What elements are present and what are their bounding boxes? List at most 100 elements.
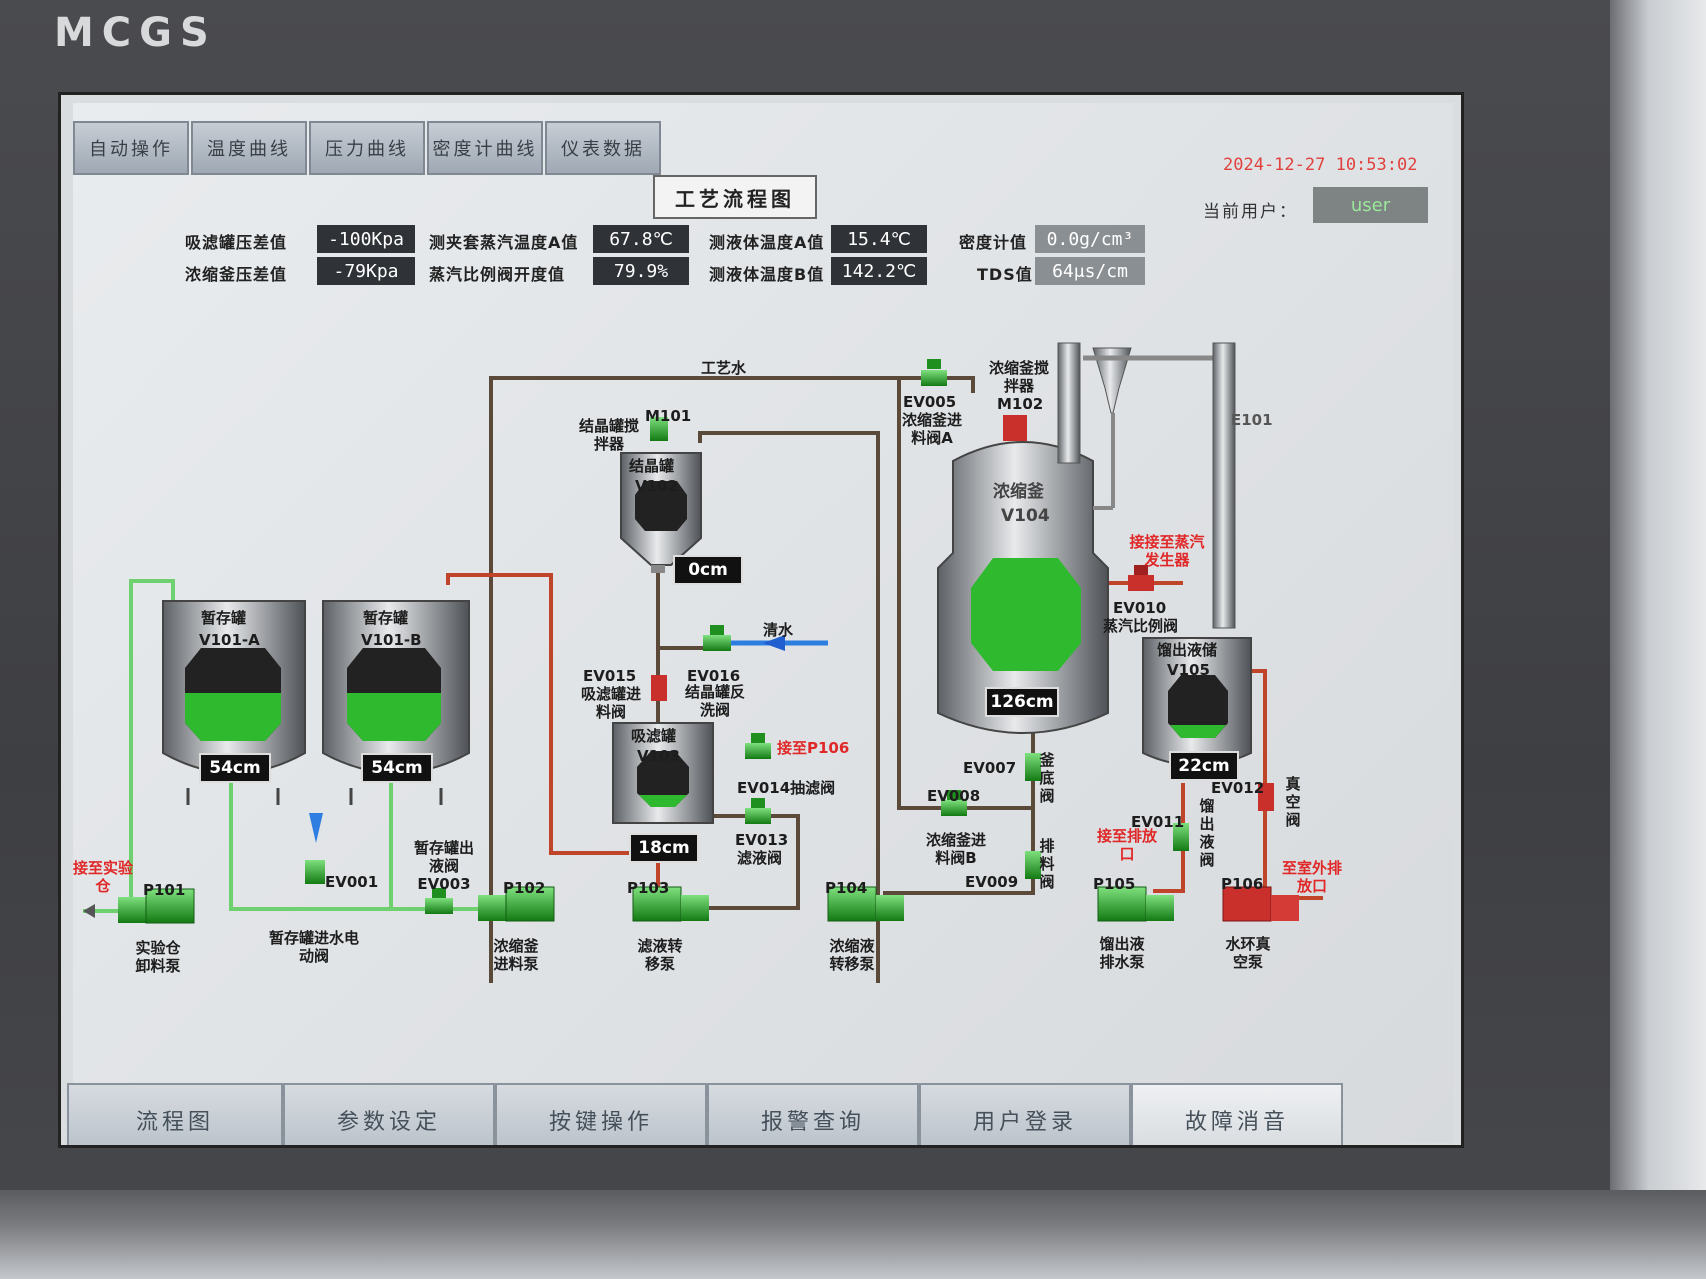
- param-value-tds: 64μs/cm: [1035, 257, 1145, 285]
- label-ev013: EV013: [735, 831, 789, 849]
- valve-ev012[interactable]: [1258, 783, 1274, 811]
- valve-ev010[interactable]: [1128, 565, 1154, 591]
- level-v105: 22cm: [1169, 751, 1239, 781]
- param-label-tds: TDS值: [977, 265, 1033, 284]
- label-ev007: EV007: [963, 759, 1017, 777]
- label-m102: M102: [997, 395, 1044, 413]
- current-user-value[interactable]: user: [1313, 187, 1428, 223]
- label-ev010: EV010: [1113, 599, 1167, 617]
- tank-v104[interactable]: [937, 441, 1109, 734]
- motor-m101[interactable]: [650, 417, 668, 441]
- level-v102: 0cm: [673, 555, 743, 585]
- button-flow-diagram[interactable]: 流程图: [67, 1083, 283, 1145]
- label-process-water: 工艺水: [701, 359, 747, 377]
- valve-ev011[interactable]: [1173, 823, 1189, 851]
- label-p104: P104: [825, 879, 868, 897]
- label-ev003: 暂存罐出液阀EV003: [413, 839, 474, 893]
- label-p101-name: 实验仓卸料泵: [135, 939, 181, 975]
- tab-auto-operation[interactable]: 自动操作: [73, 121, 189, 175]
- label-ev008: EV008: [927, 787, 981, 805]
- label-to-p106: 接至P106: [777, 739, 850, 757]
- pump-p103[interactable]: [632, 886, 709, 922]
- bezel-bottom: [0, 1190, 1706, 1279]
- button-alarm-query[interactable]: 报警查询: [707, 1083, 919, 1145]
- label-ev014: EV014抽滤阀: [737, 779, 836, 797]
- label-clean-water: 清水: [763, 621, 794, 639]
- param-value-evap-pressure: -79Kpa: [317, 257, 415, 285]
- pump-p102[interactable]: [478, 886, 555, 922]
- label-ev009-name: 排料阀: [1039, 837, 1055, 891]
- valve-ev005[interactable]: [921, 359, 947, 386]
- button-user-login[interactable]: 用户登录: [919, 1083, 1131, 1145]
- page-title: 工艺流程图: [653, 175, 817, 219]
- condenser-e101[interactable]: [1057, 342, 1236, 629]
- tank-v105-name: 馏出液储: [1157, 641, 1218, 659]
- valve-ev009[interactable]: [1025, 851, 1041, 879]
- param-label-jacket-temp: 测夹套蒸汽温度A值: [429, 233, 579, 252]
- param-label-evap-pressure: 浓缩釜压差值: [185, 265, 288, 284]
- tank-v102[interactable]: [620, 452, 702, 573]
- button-fault-silence[interactable]: 故障消音: [1131, 1083, 1343, 1145]
- label-p103: P103: [627, 879, 670, 897]
- label-p106: P106: [1221, 875, 1264, 893]
- label-p101: P101: [143, 881, 186, 899]
- label-p102: P102: [503, 879, 546, 897]
- param-value-density: 0.0g/cm³: [1035, 225, 1145, 253]
- label-ev008-name: 浓缩釜进料阀B: [925, 831, 986, 867]
- tab-instrument-data[interactable]: 仪表数据: [545, 121, 661, 175]
- pipe-network: [489, 376, 1035, 983]
- valve-ev014[interactable]: [745, 733, 771, 759]
- valve-ev007[interactable]: [1025, 753, 1041, 781]
- valve-ev003[interactable]: [425, 888, 453, 914]
- param-value-steam-valve: 79.9%: [593, 257, 689, 285]
- tank-v101b-name: 暂存罐: [363, 609, 409, 627]
- label-ev016-name: 结晶罐反洗阀: [684, 683, 745, 719]
- label-steam-generator: 接接至蒸汽发生器: [1129, 533, 1205, 569]
- label-ev012-name: 真空阀: [1285, 775, 1301, 829]
- motor-m102[interactable]: [1003, 415, 1027, 441]
- param-label-filter-pressure: 吸滤罐压差值: [185, 233, 288, 252]
- tab-temperature-curve[interactable]: 温度曲线: [191, 121, 307, 175]
- condenser-e101-tag: E101: [1231, 411, 1273, 429]
- label-ev012: EV012: [1211, 779, 1265, 797]
- tank-v101b-tag: V101-B: [361, 631, 422, 649]
- param-value-jacket-temp: 67.8℃: [593, 225, 689, 253]
- valve-ev016[interactable]: [703, 625, 731, 651]
- tank-v103-tag: V103: [637, 747, 680, 765]
- button-key-operation[interactable]: 按键操作: [495, 1083, 707, 1145]
- tab-pressure-curve[interactable]: 压力曲线: [309, 121, 425, 175]
- param-label-liquid-temp-b: 测液体温度B值: [709, 265, 825, 284]
- tank-v101a[interactable]: [162, 600, 306, 805]
- label-outdoor-drain: 至室外排放口: [1281, 859, 1342, 895]
- label-p102-name: 浓缩釜进料泵: [493, 937, 539, 973]
- label-ev007-name: 釜底阀: [1039, 751, 1055, 805]
- pump-p101[interactable]: [83, 888, 195, 924]
- valve-ev008[interactable]: [941, 790, 967, 816]
- label-ev005: EV005: [903, 393, 957, 411]
- pump-p105[interactable]: [1097, 886, 1174, 922]
- tank-v104-tag: V104: [1001, 506, 1050, 526]
- tab-density-curve[interactable]: 密度计曲线: [427, 121, 543, 175]
- label-ev010-name: 蒸汽比例阀: [1103, 617, 1179, 635]
- tank-v102-tag: V102: [635, 477, 678, 495]
- brand-logo: MCGS: [54, 10, 217, 56]
- valve-ev015[interactable]: [651, 675, 667, 701]
- label-ev015-name: 吸滤罐进料阀: [580, 685, 641, 721]
- valve-ev013[interactable]: [745, 798, 771, 824]
- button-parameter-settings[interactable]: 参数设定: [283, 1083, 495, 1145]
- tank-v101a-tag: V101-A: [199, 631, 260, 649]
- label-m101-name: 结晶罐搅拌器: [579, 417, 640, 453]
- datetime: 2024-12-27 10:53:02: [1223, 155, 1418, 175]
- label-ev001-name: 暂存罐进水电动阀: [269, 929, 360, 965]
- pump-p104[interactable]: [827, 886, 904, 922]
- tank-v101b[interactable]: [322, 600, 470, 805]
- level-v101a: 54cm: [199, 753, 271, 783]
- valve-ev001[interactable]: [305, 860, 325, 884]
- tank-v105[interactable]: [1142, 637, 1252, 767]
- label-ev001: EV001: [325, 873, 379, 891]
- param-value-filter-pressure: -100Kpa: [317, 225, 415, 253]
- pump-p106[interactable]: [1222, 886, 1299, 922]
- label-m102-name: 浓缩釜搅拌器: [989, 359, 1050, 395]
- label-ev016: EV016: [687, 667, 741, 685]
- tank-v103[interactable]: [612, 722, 714, 824]
